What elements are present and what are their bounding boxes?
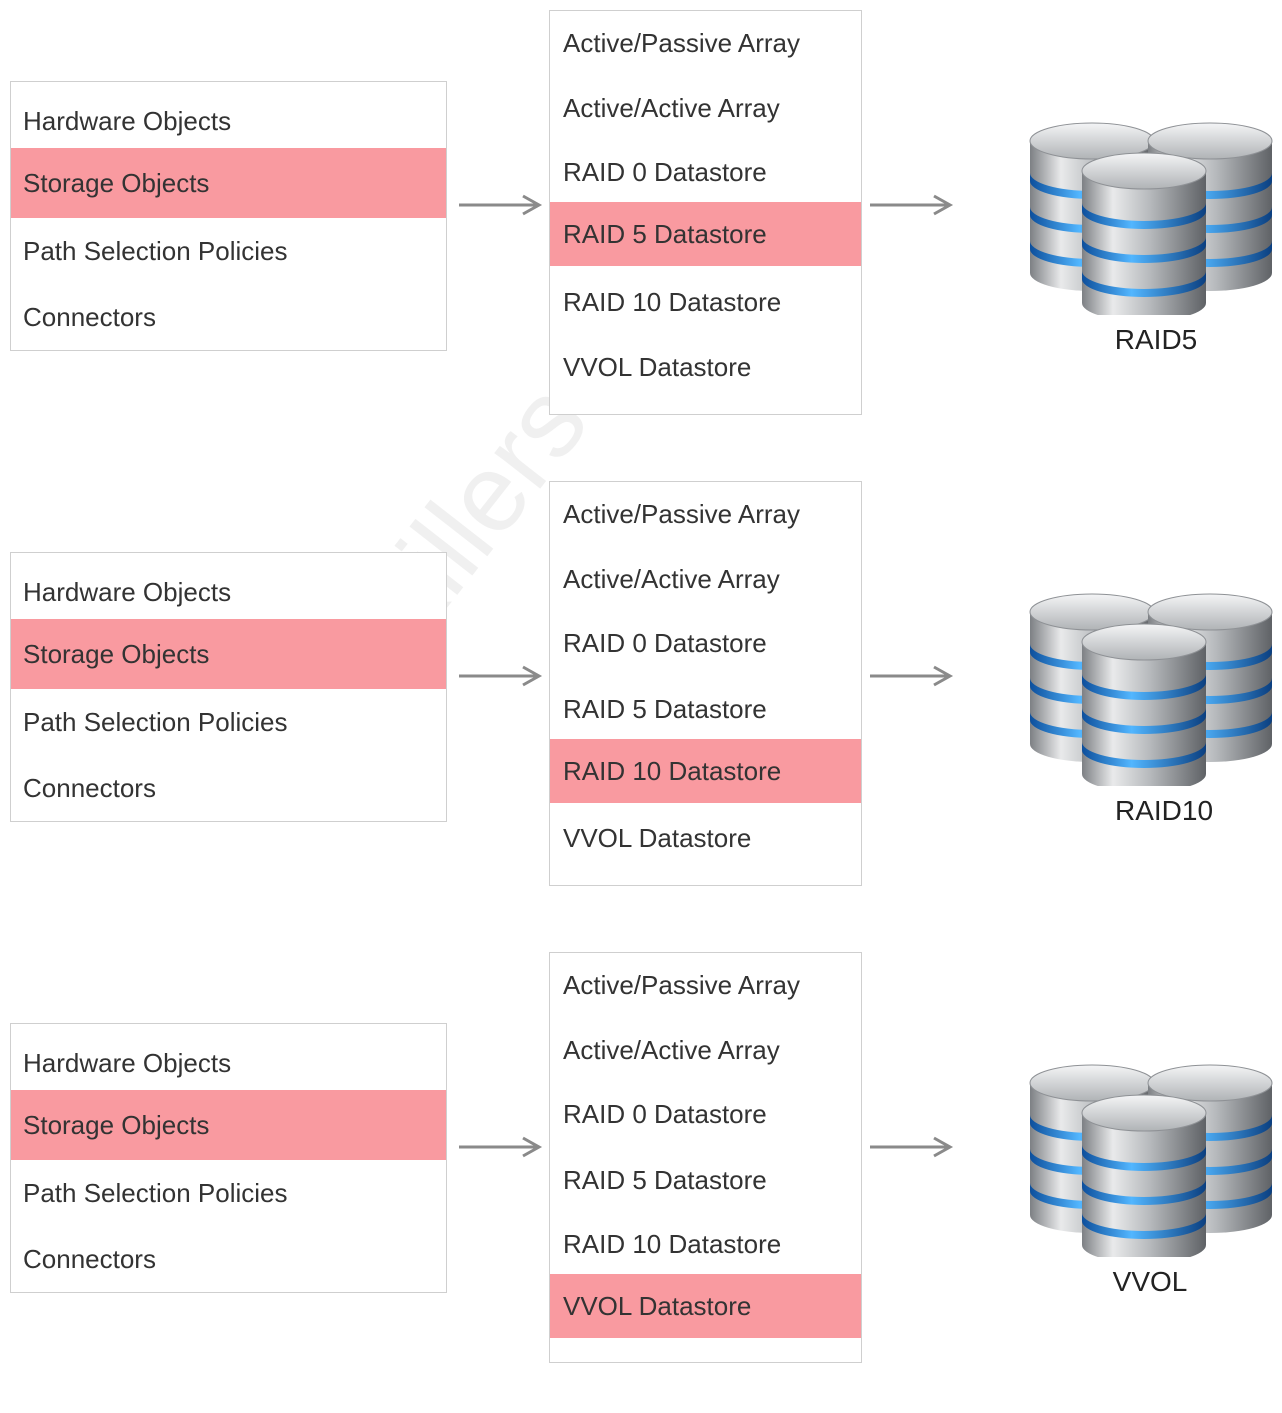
- category-list: Hardware Objects Storage Objects Path Se…: [10, 1023, 447, 1293]
- right-arrow-icon: [459, 1136, 543, 1158]
- storage-item-raid5-datastore[interactable]: RAID 5 Datastore: [563, 694, 767, 724]
- datastore-label: RAID5: [1114, 324, 1198, 355]
- storage-item-vvol-datastore[interactable]: VVOL Datastore: [563, 823, 752, 853]
- storage-item-vvol-datastore[interactable]: VVOL Datastore: [550, 1274, 861, 1338]
- storage-item-active-passive-array[interactable]: Active/Passive Array: [563, 499, 800, 529]
- database-stack-icon: [1026, 1057, 1276, 1257]
- category-item-hardware-objects[interactable]: Hardware Objects: [23, 106, 232, 136]
- category-item-connectors[interactable]: Connectors: [23, 302, 156, 332]
- storage-item-raid10-datastore[interactable]: RAID 10 Datastore: [563, 287, 782, 317]
- right-arrow-icon: [870, 665, 954, 687]
- category-list: Hardware Objects Storage Objects Path Se…: [10, 81, 447, 351]
- storage-item-vvol-datastore[interactable]: VVOL Datastore: [563, 352, 752, 382]
- storage-item-active-active-array[interactable]: Active/Active Array: [563, 564, 780, 594]
- category-item-path-selection-policies[interactable]: Path Selection Policies: [23, 1178, 288, 1208]
- raid10-row: Hardware Objects Storage Objects Path Se…: [0, 471, 1282, 942]
- storage-item-active-active-array[interactable]: Active/Active Array: [563, 93, 780, 123]
- vvol-row: Hardware Objects Storage Objects Path Se…: [0, 942, 1282, 1413]
- storage-item-active-active-array[interactable]: Active/Active Array: [563, 1035, 780, 1065]
- storage-item-active-passive-array[interactable]: Active/Passive Array: [563, 28, 800, 58]
- raid5-row: Hardware Objects Storage Objects Path Se…: [0, 0, 1282, 471]
- storage-item-raid10-datastore[interactable]: RAID 10 Datastore: [563, 1229, 782, 1259]
- storage-item-raid0-datastore[interactable]: RAID 0 Datastore: [563, 1099, 767, 1129]
- storage-item-raid5-datastore[interactable]: RAID 5 Datastore: [550, 202, 861, 266]
- category-item-hardware-objects[interactable]: Hardware Objects: [23, 1048, 232, 1078]
- storage-object-list: Active/Passive Array Active/Active Array…: [549, 10, 862, 415]
- right-arrow-icon: [459, 665, 543, 687]
- category-item-path-selection-policies[interactable]: Path Selection Policies: [23, 707, 288, 737]
- database-stack-icon: [1026, 586, 1276, 786]
- category-item-connectors[interactable]: Connectors: [23, 1244, 156, 1274]
- category-item-path-selection-policies[interactable]: Path Selection Policies: [23, 236, 288, 266]
- category-item-hardware-objects[interactable]: Hardware Objects: [23, 577, 232, 607]
- datastore-label: RAID10: [1114, 795, 1214, 826]
- category-item-storage-objects[interactable]: Storage Objects: [11, 148, 446, 218]
- storage-item-raid0-datastore[interactable]: RAID 0 Datastore: [563, 157, 767, 187]
- storage-item-raid5-datastore[interactable]: RAID 5 Datastore: [563, 1165, 767, 1195]
- storage-object-list: Active/Passive Array Active/Active Array…: [549, 952, 862, 1363]
- category-item-storage-objects[interactable]: Storage Objects: [11, 619, 446, 689]
- category-item-connectors[interactable]: Connectors: [23, 773, 156, 803]
- datastore-label: VVOL: [1112, 1266, 1188, 1297]
- category-list: Hardware Objects Storage Objects Path Se…: [10, 552, 447, 822]
- category-item-storage-objects[interactable]: Storage Objects: [11, 1090, 446, 1160]
- database-stack-icon: [1026, 115, 1276, 315]
- storage-object-list: Active/Passive Array Active/Active Array…: [549, 481, 862, 886]
- storage-item-raid0-datastore[interactable]: RAID 0 Datastore: [563, 628, 767, 658]
- right-arrow-icon: [870, 194, 954, 216]
- right-arrow-icon: [870, 1136, 954, 1158]
- storage-item-raid10-datastore[interactable]: RAID 10 Datastore: [550, 739, 861, 803]
- storage-item-active-passive-array[interactable]: Active/Passive Array: [563, 970, 800, 1000]
- right-arrow-icon: [459, 194, 543, 216]
